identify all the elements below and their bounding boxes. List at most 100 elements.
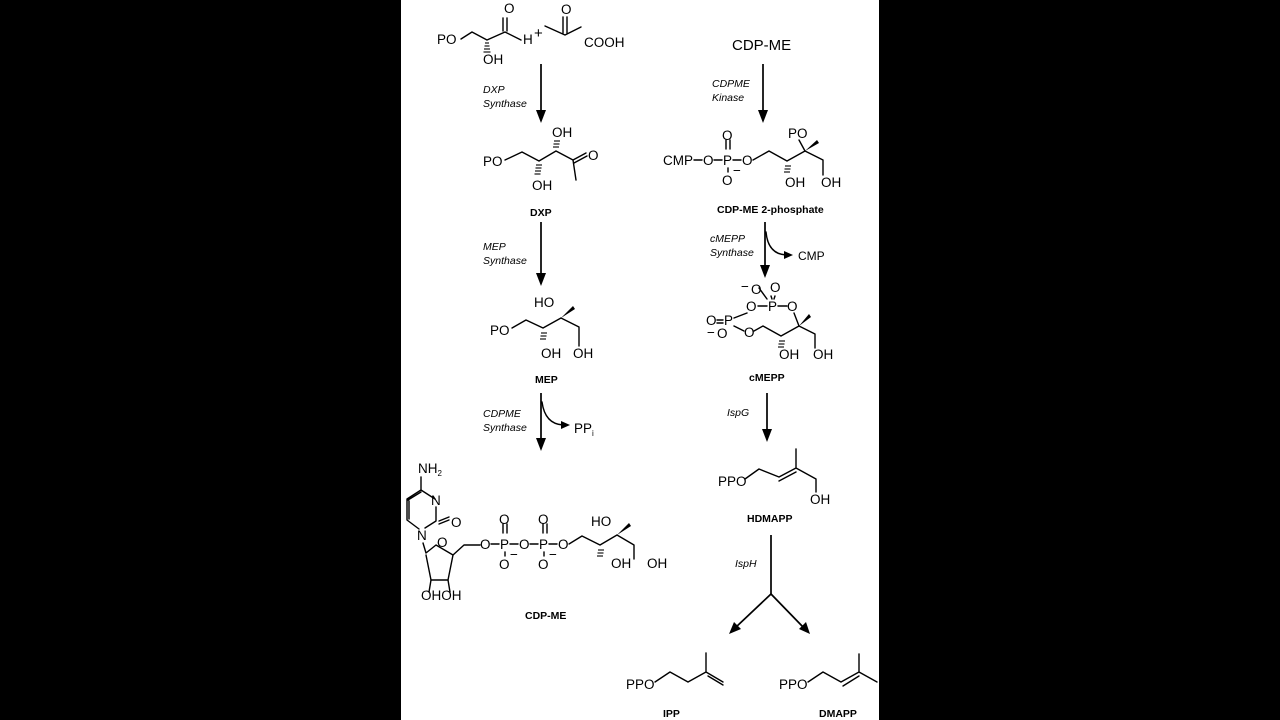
cytosine-ring-b <box>424 506 437 529</box>
cdpme2p-oh1: OH <box>785 175 805 190</box>
mep-pathway-diagram: PO OH O H + O COOH DXP Synthase PO O OH … <box>406 1 878 720</box>
cmepp-hash <box>778 340 785 348</box>
cmepp-o-ring-b: O <box>744 325 755 340</box>
enzyme-cmepp-line2: Synthase <box>710 247 754 259</box>
enzyme-mep-line1: MEP <box>483 241 506 253</box>
mep-oh1: OH <box>541 346 561 361</box>
cmepp-minus-top: − <box>741 279 749 294</box>
ipp-ppo: PPO <box>626 677 655 692</box>
cdpme2p-wedge <box>805 140 819 151</box>
enzyme-cdpme-syn-line1: CDPME <box>483 408 522 420</box>
gap-hash-bond <box>483 42 491 53</box>
dxp-oh-bottom: OH <box>532 178 552 193</box>
gap-backbone <box>460 31 522 41</box>
cmepp-bonds <box>716 287 816 349</box>
mep-backbone <box>511 317 580 347</box>
mep-oh2: OH <box>573 346 593 361</box>
cdpme-tail <box>568 534 635 560</box>
dmapp-bonds <box>807 653 878 687</box>
cdpme-ribose-oh: OHOH <box>421 588 462 603</box>
cdpme2p-oh2: OH <box>821 175 841 190</box>
pyruvate: O COOH <box>544 2 625 50</box>
cdpme-o-ring: O <box>437 535 448 550</box>
cdpme-oh2: OH <box>647 556 667 571</box>
dxp-po-label: PO <box>483 154 503 169</box>
mep-structure: PO HO OH OH MEP <box>490 295 593 386</box>
enzyme-kinase-line2: Kinase <box>712 92 744 104</box>
enzyme-kinase-line1: CDPME <box>712 78 751 90</box>
enzyme-cdpme-syn-line2: Synthase <box>483 422 527 434</box>
enzyme-dxp-line1: DXP <box>483 84 505 96</box>
cmepp-o-top-r: O <box>770 280 781 295</box>
cdpme-wedge <box>617 523 631 535</box>
pyruvate-backbone <box>544 25 582 36</box>
cmepp-oh1: OH <box>779 347 799 362</box>
cmp-byproduct: CMP <box>798 249 825 263</box>
arrow-isph: IspH <box>729 535 810 634</box>
gap-h-label: H <box>523 32 533 47</box>
gap-carbonyl <box>502 17 508 32</box>
cmepp-wedge <box>799 314 811 326</box>
cdpme-p2-o-bottom: O <box>538 557 549 572</box>
cdpme-minus1: − <box>510 547 518 562</box>
gap-o-label: O <box>504 1 515 16</box>
enzyme-dxp-line2: Synthase <box>483 98 527 110</box>
ipp-name: IPP <box>663 708 680 720</box>
cdpme-o-link2: O <box>519 537 530 552</box>
dxp-structure: PO O OH OH DXP <box>483 125 599 219</box>
pathway-figure: PO OH O H + O COOH DXP Synthase PO O OH … <box>401 0 879 720</box>
mep-po-label: PO <box>490 323 510 338</box>
cmepp-o-left: O <box>706 313 717 328</box>
cmepp-p-top: P <box>768 299 777 314</box>
arrow-cmepp-synthase: CMP cMEPP Synthase <box>710 222 825 278</box>
dxp-carbonyl <box>572 152 588 164</box>
hdmapp-bonds <box>744 448 817 493</box>
cdpme-n2: N <box>417 528 427 543</box>
cdpme-nh2-label: NH2 <box>418 461 443 478</box>
cdpme2p-o2: O <box>742 153 753 168</box>
phosphate-bonds <box>502 523 548 557</box>
ppi-label: PPi <box>574 421 594 438</box>
ipp-structure: PPO IPP <box>626 652 724 720</box>
mep-wedge <box>561 306 575 318</box>
gap-po-label: PO <box>437 32 457 47</box>
cdpme-ho: HO <box>591 514 611 529</box>
cmepp-o-ring-l: O <box>746 299 757 314</box>
hdmapp-structure: PPO OH HDMAPP <box>718 448 830 525</box>
cdpme-p2: P <box>539 537 548 552</box>
cmepp-minus-left: − <box>707 325 715 340</box>
cdpme2p-o-bottom: O <box>722 173 733 188</box>
enzyme-isph: IspH <box>735 558 757 570</box>
cdpme-n1: N <box>431 493 441 508</box>
dmapp-structure: PPO DMAPP <box>779 653 878 720</box>
cdpme2p-po: PO <box>788 126 808 141</box>
cdp-me-2p-name: CDP-ME 2-phosphate <box>717 204 824 216</box>
dxp-name: DXP <box>530 207 552 219</box>
cdp-me-structure: NH2 N N O O OHOH O P O P O O O − O O − H… <box>406 461 667 622</box>
arrow-cdpme-kinase: CDPME Kinase <box>712 64 768 123</box>
enzyme-ispg: IspG <box>727 407 749 419</box>
cmepp-o-left-b: O <box>717 326 728 341</box>
cdpme-oh1: OH <box>611 556 631 571</box>
pyruvate-o-label: O <box>561 2 572 17</box>
cmepp-o-ring-r: O <box>787 299 798 314</box>
hdmapp-oh: OH <box>810 492 830 507</box>
ppi-branch <box>541 401 564 426</box>
ipp-bonds <box>654 652 724 686</box>
cdpme-p1-o-bottom: O <box>499 557 510 572</box>
enzyme-cmepp-line1: cMEPP <box>710 233 745 245</box>
mep-ho-label: HO <box>534 295 554 310</box>
cmepp-structure: − O P O O O O P O − O OH OH cMEPP <box>706 279 833 384</box>
cmp-branch <box>765 231 787 256</box>
cdpme-o-link1: O <box>480 537 491 552</box>
enzyme-mep-line2: Synthase <box>483 255 527 267</box>
cdpme-start-label: CDP-ME <box>732 37 791 54</box>
dxp-hash-bottom <box>534 164 542 175</box>
cmepp-o-minus-top: O <box>751 282 762 297</box>
hdmapp-name: HDMAPP <box>747 513 793 525</box>
cdpme2p-p-bonds <box>725 139 731 173</box>
gap-oh-label: OH <box>483 52 503 67</box>
pyruvate-carbonyl <box>562 16 568 34</box>
dxp-oh-top: OH <box>552 125 572 140</box>
cmepp-oh2: OH <box>813 347 833 362</box>
